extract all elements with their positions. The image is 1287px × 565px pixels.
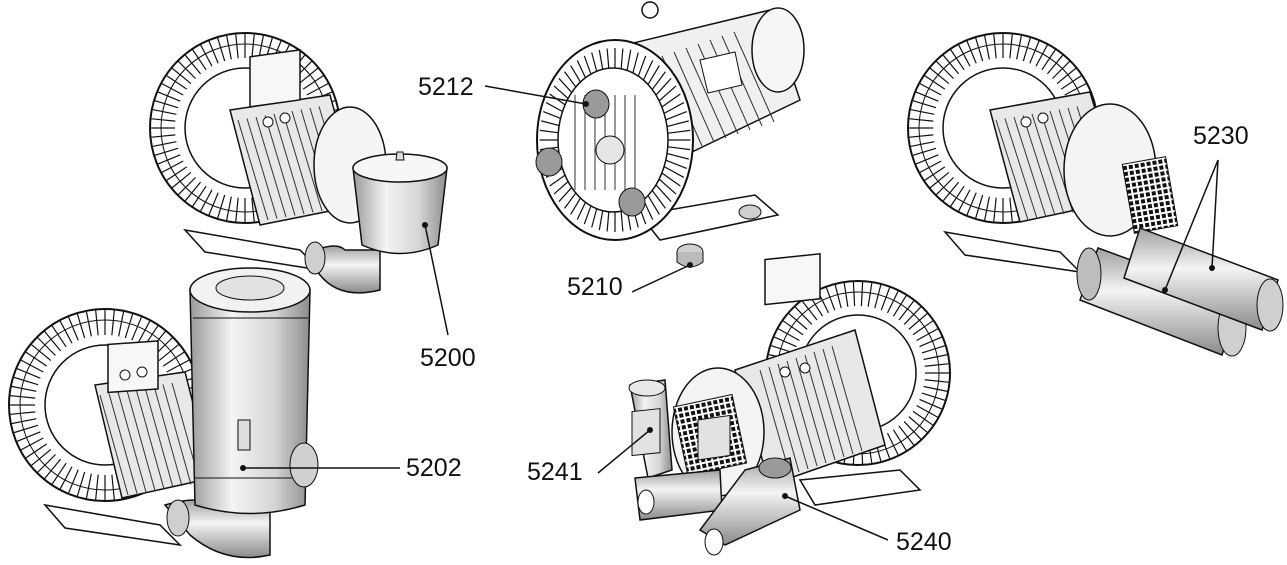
blower-with-cover-filter-5200: [149, 32, 449, 336]
leader-5202-dot: [240, 465, 246, 471]
leader-5212-dot: [583, 101, 589, 107]
callout-5240: 5240: [896, 528, 952, 556]
mounting-foot: [943, 230, 1083, 274]
silencer-5230-b: [1123, 227, 1284, 332]
blower-fin-ring: [536, 39, 694, 241]
cover-filter-5200: [352, 151, 448, 255]
callout-5241: 5241: [527, 458, 583, 486]
leader-5230-b-dot: [1209, 265, 1215, 271]
callout-5210: 5210: [567, 273, 623, 301]
motor-body: [229, 48, 387, 226]
leader-5230-a: [1164, 159, 1219, 291]
mounting-foot: [43, 503, 183, 547]
leader-5230-b: [1211, 159, 1219, 269]
leader-5240-dot: [782, 493, 788, 499]
callout-5200: 5200: [420, 344, 476, 372]
leader-5210: [631, 264, 691, 293]
mounting-foot: [182, 228, 323, 272]
blower-with-valves-5240-5241: [597, 252, 951, 556]
vacuum-relief-valve-5240: [697, 414, 801, 556]
callout-5202: 5202: [406, 454, 462, 482]
vibration-damper-5210: [676, 204, 762, 268]
motor-body: [989, 91, 1179, 237]
callout-5230: 5230: [1193, 122, 1249, 150]
callout-5212: 5212: [418, 73, 474, 101]
blower-with-suction-filter-5202: [8, 267, 400, 559]
leader-5200: [424, 224, 449, 336]
motor-body: [94, 340, 213, 499]
rubber-buffer-5212: [535, 89, 646, 217]
leader-5230-a-dot: [1162, 287, 1168, 293]
blower-with-vibration-dampers-5210-5212: [484, 1, 805, 293]
leader-5241-dot: [647, 427, 653, 433]
leader-5241: [597, 429, 651, 474]
leader-5210-dot: [687, 262, 693, 268]
suction-filter-5202: [189, 267, 319, 515]
inlet-elbow: [303, 241, 381, 294]
leader-5240: [784, 495, 889, 541]
blower-with-silencers-5230: [907, 32, 1284, 357]
inlet-elbow: [163, 499, 271, 559]
leader-5212: [484, 85, 587, 105]
mounting-foot: [798, 469, 922, 506]
leader-5200-dot: [422, 222, 428, 228]
